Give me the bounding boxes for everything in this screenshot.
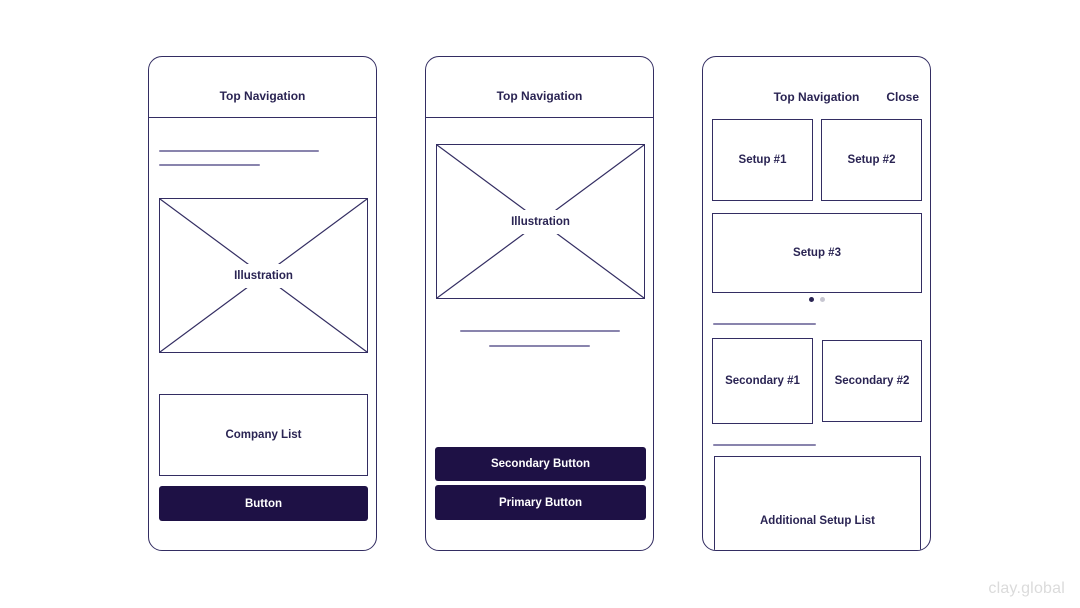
- setup-card-2[interactable]: Setup #2: [821, 119, 922, 201]
- phone-frame-2: Top Navigation Illustration Secondary Bu…: [425, 56, 654, 551]
- secondary-card-label: Secondary #2: [834, 375, 910, 387]
- setup-card-label: Setup #1: [738, 154, 787, 166]
- primary-button[interactable]: Button: [159, 486, 368, 521]
- top-navigation-bar: Top Navigation: [149, 57, 376, 118]
- secondary-card-label: Secondary #1: [725, 375, 800, 387]
- close-button[interactable]: Close: [886, 90, 919, 104]
- clay-global-watermark: clay.global: [988, 580, 1065, 597]
- text-placeholder-line: [159, 164, 260, 166]
- illustration-label: Illustration: [224, 263, 303, 288]
- carousel-pagination[interactable]: [703, 297, 930, 302]
- nav-title: Top Navigation: [219, 89, 306, 103]
- additional-setup-list-label: Additional Setup List: [760, 515, 875, 527]
- top-navigation-bar: Top Navigation Close: [703, 57, 930, 118]
- nav-title: Top Navigation: [773, 90, 860, 104]
- secondary-button[interactable]: Secondary Button: [435, 447, 646, 481]
- additional-setup-list-card[interactable]: Additional Setup List: [714, 456, 921, 550]
- section-placeholder-line: [713, 323, 816, 325]
- text-placeholder-line: [460, 330, 620, 332]
- company-list-card[interactable]: Company List: [159, 394, 368, 476]
- phone-frame-1: Top Navigation Illustration Company List…: [148, 56, 377, 551]
- top-navigation-bar: Top Navigation: [426, 57, 653, 118]
- secondary-card-2[interactable]: Secondary #2: [822, 340, 922, 422]
- illustration-placeholder: Illustration: [436, 144, 645, 299]
- phone-frame-3: Top Navigation Close Setup #1 Setup #2 S…: [702, 56, 931, 551]
- section-placeholder-line: [713, 444, 816, 446]
- setup-card-label: Setup #2: [847, 154, 896, 166]
- setup-card-label: Setup #3: [793, 247, 841, 259]
- carousel-dot-inactive[interactable]: [819, 297, 825, 302]
- primary-button[interactable]: Primary Button: [435, 485, 646, 520]
- illustration-label: Illustration: [501, 209, 580, 234]
- text-placeholder-line: [159, 150, 319, 152]
- secondary-card-1[interactable]: Secondary #1: [712, 338, 813, 424]
- setup-card-3[interactable]: Setup #3: [712, 213, 922, 293]
- carousel-dot-active[interactable]: [808, 297, 814, 302]
- text-placeholder-line: [489, 345, 590, 347]
- nav-title: Top Navigation: [496, 89, 583, 103]
- illustration-placeholder: Illustration: [159, 198, 368, 353]
- company-list-label: Company List: [225, 429, 302, 441]
- setup-card-1[interactable]: Setup #1: [712, 119, 813, 201]
